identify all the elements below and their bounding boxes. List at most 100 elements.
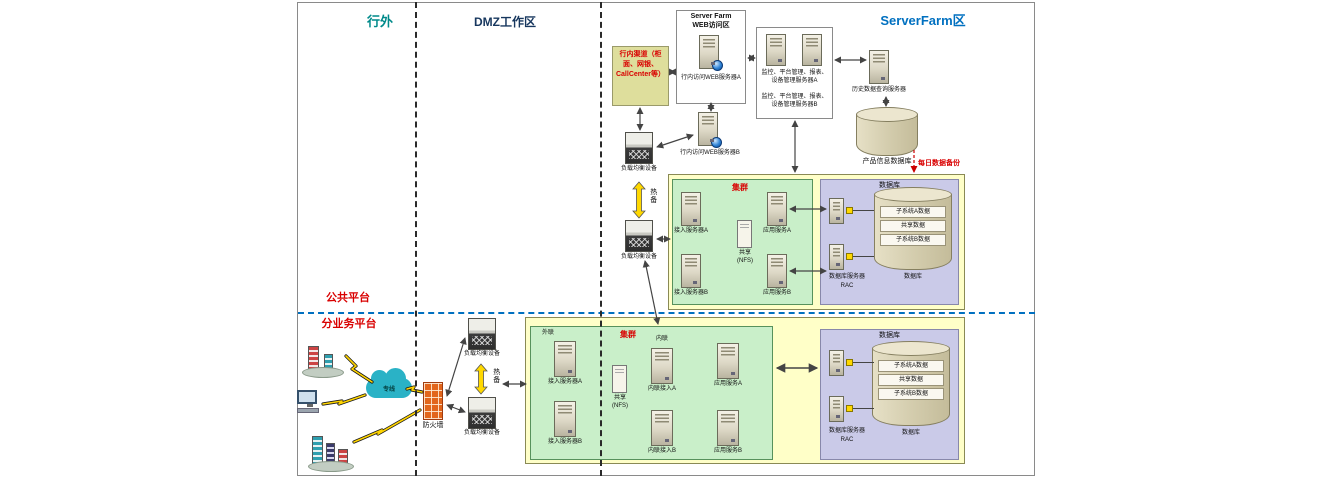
upper-cluster-title: 集群 [732, 183, 748, 192]
db-row-subsystem-b: 子系统B数据 [878, 388, 944, 400]
leased-line-cloud-icon: 专线 [366, 368, 412, 398]
rac-connector-line [846, 362, 874, 363]
access-server-a-label: 接入服务器A [673, 228, 708, 234]
load-balancer-icon [625, 132, 653, 164]
firewall-label: 防火墙 [422, 422, 444, 429]
zone-label-dmz: DMZ工作区 [474, 15, 536, 29]
rac-connector-line [846, 408, 874, 409]
app-server-b-label: 应用服务B [713, 448, 742, 454]
access-server-b-icon [681, 254, 701, 288]
access-server-b-label: 接入服务器B [547, 439, 582, 445]
load-balancer-icon [468, 318, 496, 350]
rac-label-line2: RAC [840, 437, 854, 443]
web-server-b-label: 行内访问WEB服务器B [680, 150, 740, 156]
access-server-a-label: 接入服务器A [547, 379, 582, 385]
channel-label: 行内渠道（柜面、网银、CallCenter等） [615, 51, 665, 78]
app-server-b-icon [767, 254, 787, 288]
monitor-screen [297, 390, 317, 404]
web-server-b-icon [698, 112, 722, 148]
nfs-share-label-line1: 共享 [613, 395, 626, 401]
rac-label-line2: RAC [840, 283, 854, 289]
platform-divider-line [298, 312, 1035, 314]
internal-access-a-icon [651, 348, 673, 384]
access-server-a-icon [554, 341, 576, 377]
internal-access-b-icon [651, 410, 673, 446]
lower-database-title: 数据库 [879, 332, 900, 339]
load-balancer-label: 负载均衡设备 [620, 166, 657, 172]
app-server-b-icon [717, 410, 739, 446]
hot-standby-label: 热备 [492, 368, 500, 384]
rac-server-icon [829, 198, 844, 224]
app-server-b-label: 应用服务B [762, 290, 791, 296]
load-balancer-label: 负载均衡设备 [463, 430, 500, 436]
access-server-b-icon [554, 401, 576, 437]
channel-box: 行内渠道（柜面、网银、CallCenter等） [612, 46, 669, 106]
web-zone-title-line2: WEB访问区 [692, 22, 730, 29]
upper-database-title: 数据库 [879, 182, 900, 189]
db-row-subsystem-a: 子系统A数据 [880, 206, 946, 218]
nfs-share-label-line2: (NFS) [737, 258, 753, 264]
nfs-share-icon [612, 365, 627, 393]
mgmt-server-b-label: 监控、平台管理、报表、设备管理服务器B [761, 94, 828, 108]
database-cylinder-icon: 子系统A数据 共享数据 子系统B数据 [874, 187, 952, 270]
hba-connector-icon [846, 405, 853, 412]
db-row-subsystem-a: 子系统A数据 [878, 360, 944, 372]
product-info-db-icon [856, 107, 918, 156]
city-buildings-icon [300, 336, 348, 378]
internal-access-b-label: 内联接入B [647, 448, 676, 454]
access-server-b-label: 接入服务器B [673, 290, 708, 296]
db-row-shared: 共享数据 [878, 374, 944, 386]
history-query-server-icon [869, 50, 889, 84]
hba-connector-icon [846, 359, 853, 366]
web-access-zone-box: Server Farm WEB访问区 行内访问WEB服务器A [676, 10, 746, 104]
platform-label-public: 公共平台 [326, 292, 370, 304]
zone-divider-dmz-serverfarm [600, 2, 602, 476]
external-link-label: 外联 [541, 330, 554, 336]
app-server-a-label: 应用服务A [762, 228, 791, 234]
hba-connector-icon [846, 253, 853, 260]
internal-link-label: 内联 [655, 336, 668, 342]
lower-cluster-title: 集群 [620, 330, 636, 339]
app-server-a-label: 应用服务A [713, 381, 742, 387]
rac-label-line1: 数据库服务器 [828, 428, 865, 434]
mgmt-server-b-icon [802, 34, 822, 66]
zone-label-serverfarm: ServerFarm区 [880, 13, 966, 28]
zone-label-outside: 行外 [366, 14, 393, 29]
web-server-a-label: 行内访问WEB服务器A [681, 75, 741, 81]
management-servers-box: 监控、平台管理、报表、设备管理服务器A 监控、平台管理、报表、设备管理服务器B [756, 27, 833, 119]
rac-server-icon [829, 350, 844, 376]
firewall-icon [423, 382, 443, 420]
building-base [308, 461, 354, 472]
hba-connector-icon [846, 207, 853, 214]
zone-divider-outside-dmz [415, 2, 417, 476]
computer-icon [297, 390, 323, 418]
keyboard [297, 408, 319, 413]
database-cylinder-label: 数据库 [901, 430, 920, 436]
load-balancer-icon [625, 220, 653, 252]
nfs-share-icon [737, 220, 752, 248]
mgmt-server-a-icon [766, 34, 786, 66]
mgmt-server-a-label: 监控、平台管理、报表、设备管理服务器A [761, 70, 828, 84]
db-row-subsystem-b: 子系统B数据 [880, 234, 946, 246]
rac-label-line1: 数据库服务器 [828, 274, 865, 280]
database-cylinder-label: 数据库 [903, 274, 922, 280]
rac-server-icon [829, 396, 844, 422]
rac-connector-line [846, 256, 874, 257]
app-server-a-icon [717, 343, 739, 379]
app-server-a-icon [767, 192, 787, 226]
db-row-shared: 共享数据 [880, 220, 946, 232]
platform-label-branch: 分业务平台 [321, 318, 377, 330]
globe-icon [712, 60, 723, 71]
access-server-a-icon [681, 192, 701, 226]
load-balancer-icon [468, 397, 496, 429]
nfs-share-label-line2: (NFS) [612, 403, 628, 409]
leased-line-label: 专线 [382, 387, 395, 393]
globe-icon [711, 137, 722, 148]
load-balancer-label: 负载均衡设备 [620, 254, 657, 260]
daily-backup-label: 每日数据备份 [918, 160, 960, 167]
hot-standby-label: 热备 [649, 188, 657, 204]
history-query-server-label: 历史数据查询服务器 [851, 87, 906, 93]
web-zone-title-line1: Server Farm [690, 13, 732, 20]
product-info-db-label: 产品信息数据库 [862, 158, 912, 165]
web-server-a-icon [699, 35, 723, 71]
